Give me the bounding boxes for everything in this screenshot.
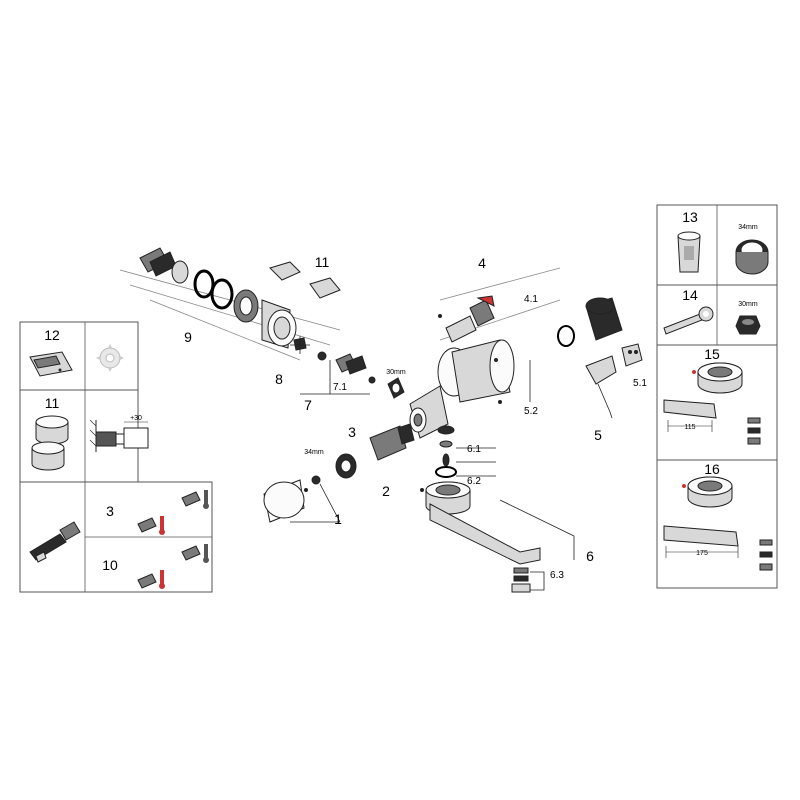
left-panel: 12 11 +30 [19, 321, 213, 593]
size-34mm-label: 34mm [738, 224, 758, 231]
callout-6: 6 [586, 548, 594, 564]
callout-11: 11 [315, 254, 330, 270]
callout-6-3: 6.3 [550, 570, 564, 581]
part-group-4 [439, 267, 561, 343]
panel-14-label: 14 [682, 287, 698, 303]
spout [420, 481, 541, 565]
part-group-6-washers [435, 425, 496, 478]
screw-marker [498, 400, 502, 404]
extension-schematic: +30 [89, 415, 149, 452]
spout-115-icon [663, 362, 761, 445]
cartridge-set-10-icons [137, 544, 209, 589]
callout-4: 4 [478, 255, 486, 271]
panel-13-label: 13 [682, 209, 698, 225]
size-30mm-main: 30mm [386, 369, 406, 376]
part-group-7 [300, 351, 405, 399]
spout-175-icon [663, 476, 773, 571]
callout-7: 7 [304, 397, 312, 413]
part-3-cartridge [369, 423, 415, 461]
panel-3-label: 3 [106, 503, 114, 519]
part-group-9 [119, 247, 341, 361]
wrench-icon [663, 306, 714, 335]
callout-1: 1 [334, 511, 342, 527]
mixer-body [409, 339, 515, 439]
callout-5-2: 5.2 [524, 406, 538, 417]
callout-9: 9 [184, 329, 192, 345]
extension-dimension: +30 [130, 415, 142, 422]
panel-10-label: 10 [102, 557, 118, 573]
panel-16-label: 16 [704, 461, 720, 477]
callout-6-2: 6.2 [467, 476, 481, 487]
part-group-5 [529, 343, 643, 419]
tool-sleeve-icon [677, 231, 701, 273]
spout-175-dimension: 175 [696, 550, 708, 557]
cartridge-set-3-icons [137, 490, 209, 535]
callout-8: 8 [275, 371, 283, 387]
panel-11-label: 11 [45, 395, 60, 411]
remote-control-icon [29, 351, 73, 377]
part-group-11 [269, 261, 341, 299]
part-2-nut [335, 453, 357, 479]
callout-6-1: 6.1 [467, 444, 481, 455]
gear-icon [96, 344, 124, 372]
screw-marker [438, 314, 442, 318]
callout-2: 2 [382, 483, 390, 499]
panel-12-label: 12 [44, 327, 60, 343]
part-handle-cap [557, 297, 623, 347]
callout-7-1: 7.1 [333, 382, 347, 393]
callout-3: 3 [348, 424, 356, 440]
callout-5-1: 5.1 [633, 378, 647, 389]
callout-5: 5 [594, 427, 602, 443]
nut-30mm-icon [735, 315, 761, 335]
extension-sleeve-icon [31, 415, 69, 471]
size-34mm-main: 34mm [304, 449, 324, 456]
callout-4-1: 4.1 [524, 294, 538, 305]
right-panel: 13 34mm 14 30mm 15 [656, 204, 778, 589]
nut-34mm-icon [735, 239, 769, 275]
part-8 [290, 336, 310, 354]
part-1-handle [263, 475, 341, 523]
part-6-3-aerator [511, 567, 545, 593]
size-30mm-label: 30mm [738, 301, 758, 308]
panel-15-label: 15 [704, 346, 720, 362]
shaft-part-icon [29, 521, 81, 563]
spout-115-dimension: 115 [684, 424, 695, 431]
